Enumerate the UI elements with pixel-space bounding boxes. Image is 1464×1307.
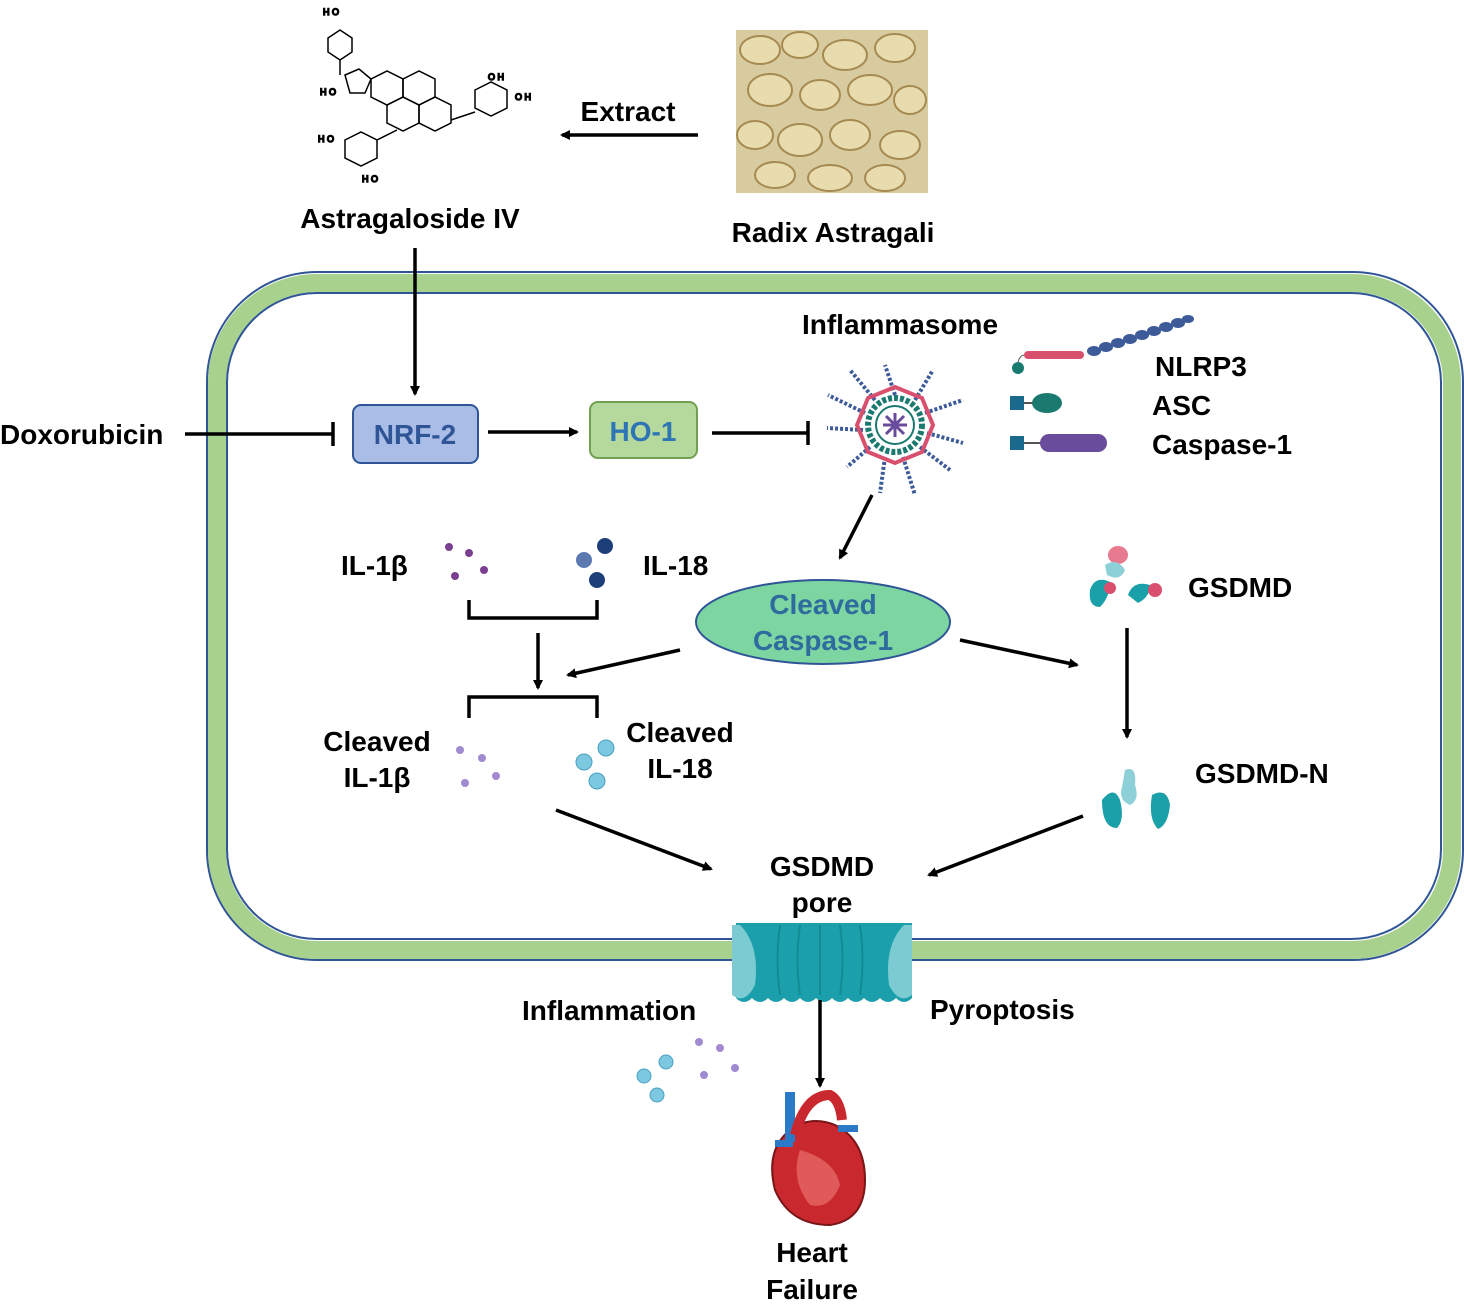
released-cytokines-icon <box>636 1038 739 1103</box>
bracket-bottom <box>467 695 599 718</box>
astragaloside-label: Astragaloside IV <box>300 203 520 234</box>
asc-legend-icon <box>1010 393 1062 413</box>
nrf2-box: NRF-2 <box>352 404 479 464</box>
legend-caspase1-label: Caspase-1 <box>1152 429 1292 460</box>
gsdmdn-to-pore-arrow <box>927 814 1084 877</box>
caspase1-legend-icon <box>1010 434 1107 452</box>
extract-label: Extract <box>581 96 676 127</box>
inhibition-line <box>185 422 335 446</box>
caspase-to-gsdmd-arrow <box>959 638 1079 669</box>
il1b-label: IL-1β <box>341 550 408 581</box>
radix-astragali-photo <box>736 30 928 193</box>
ho1-label: HO-1 <box>610 416 677 447</box>
svg-text:O H: O H <box>515 92 531 102</box>
heart-icon <box>771 1089 867 1227</box>
inflammation-label: Inflammation <box>522 995 696 1026</box>
cleaved-il18-particles-icon <box>575 739 615 790</box>
cleaved-caspase1-ellipse: Cleaved Caspase-1 <box>695 579 951 665</box>
pyroptosis-label: Pyroptosis <box>930 994 1075 1025</box>
gsdmd-n-label: GSDMD-N <box>1195 758 1329 789</box>
svg-text:H O: H O <box>320 87 336 97</box>
gsdmd-pore-icon <box>732 923 912 1002</box>
inflammasome-label: Inflammasome <box>802 309 998 340</box>
caspase-to-cytokines-arrow <box>566 648 681 679</box>
ho1-box: HO-1 <box>589 401 698 459</box>
cleaved-il18-line1: Cleaved <box>626 717 733 748</box>
gsdmd-label: GSDMD <box>1188 572 1292 603</box>
nrf2-label: NRF-2 <box>374 419 456 450</box>
cytokines-to-pore-arrow <box>555 808 713 871</box>
ho1-inhibition-line <box>712 421 810 445</box>
radix-label: Radix Astragali <box>732 217 935 248</box>
inflammasome-icon <box>826 364 964 496</box>
bracket-top <box>467 600 599 620</box>
cleaved-il1b-line1: Cleaved <box>323 726 430 757</box>
pore-line2: pore <box>792 887 853 918</box>
legend-asc-label: ASC <box>1152 390 1211 421</box>
svg-text:H O: H O <box>318 134 334 144</box>
doxorubicin-label: Doxorubicin <box>0 419 163 450</box>
heart-failure-line1: Heart <box>776 1237 848 1268</box>
astragaloside-structure-icon: H O H O H O O H O H H O <box>317 6 532 185</box>
gsdmd-icon <box>1089 546 1162 607</box>
pore-line1: GSDMD <box>770 851 874 882</box>
svg-text:H O: H O <box>323 7 339 17</box>
cleaved-il18-line2: IL-18 <box>647 753 712 784</box>
heart-failure-line2: Failure <box>766 1274 858 1305</box>
il1b-particles-icon <box>445 543 488 580</box>
il18-particles-icon <box>576 538 613 588</box>
svg-text:H O: H O <box>362 174 378 184</box>
legend-nlrp3-label: NLRP3 <box>1155 351 1247 382</box>
cleaved-caspase-line2: Caspase-1 <box>753 625 893 656</box>
il18-label: IL-18 <box>643 550 708 581</box>
svg-text:O H: O H <box>488 72 504 82</box>
gsdmd-n-icon <box>1102 769 1170 829</box>
inflammasome-to-caspase-arrow <box>838 494 874 560</box>
cleaved-il1b-particles-icon <box>456 746 500 787</box>
cleaved-caspase-line1: Cleaved <box>769 589 876 620</box>
cleaved-il1b-line2: IL-1β <box>344 762 411 793</box>
nlrp3-legend-icon <box>1012 315 1194 374</box>
